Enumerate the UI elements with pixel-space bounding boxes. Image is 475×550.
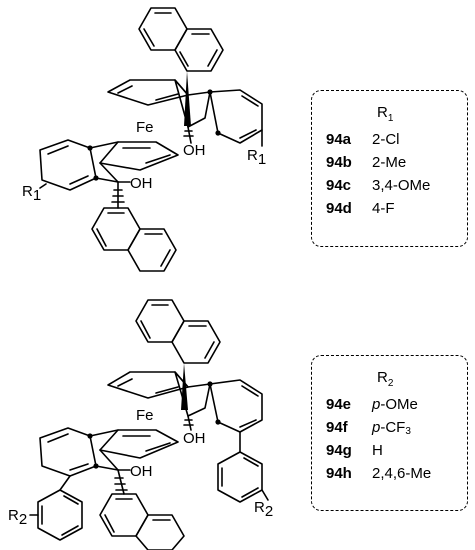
naphthalene-upper — [138, 7, 224, 72]
substituent-label: R2 — [254, 499, 273, 520]
naphthalene-upper — [135, 299, 221, 364]
molecule-94e-h: OH Fe R2 OH R2 — [8, 299, 273, 550]
hydroxyl-label: OH — [183, 142, 206, 159]
naphthalene-lower — [99, 493, 185, 550]
iron-label: Fe — [136, 407, 154, 424]
substituent-label: R1 — [22, 183, 41, 204]
iron-label: Fe — [136, 119, 154, 136]
table-header: R1 — [377, 104, 394, 124]
cp-ring-lower — [99, 429, 179, 459]
substituent-label: R1 — [247, 147, 266, 168]
hydroxyl-label: OH — [130, 463, 153, 480]
substituent-label: R2 — [8, 507, 27, 528]
cp-ring-lower — [99, 141, 179, 171]
molecule-94a-d: OH R1 Fe R1 OH — [22, 7, 266, 272]
hydroxyl-label: OH — [183, 430, 206, 447]
hydroxyl-label: OH — [130, 175, 153, 192]
naphthalene-lower — [91, 207, 177, 272]
table-header: R2 — [377, 369, 394, 389]
